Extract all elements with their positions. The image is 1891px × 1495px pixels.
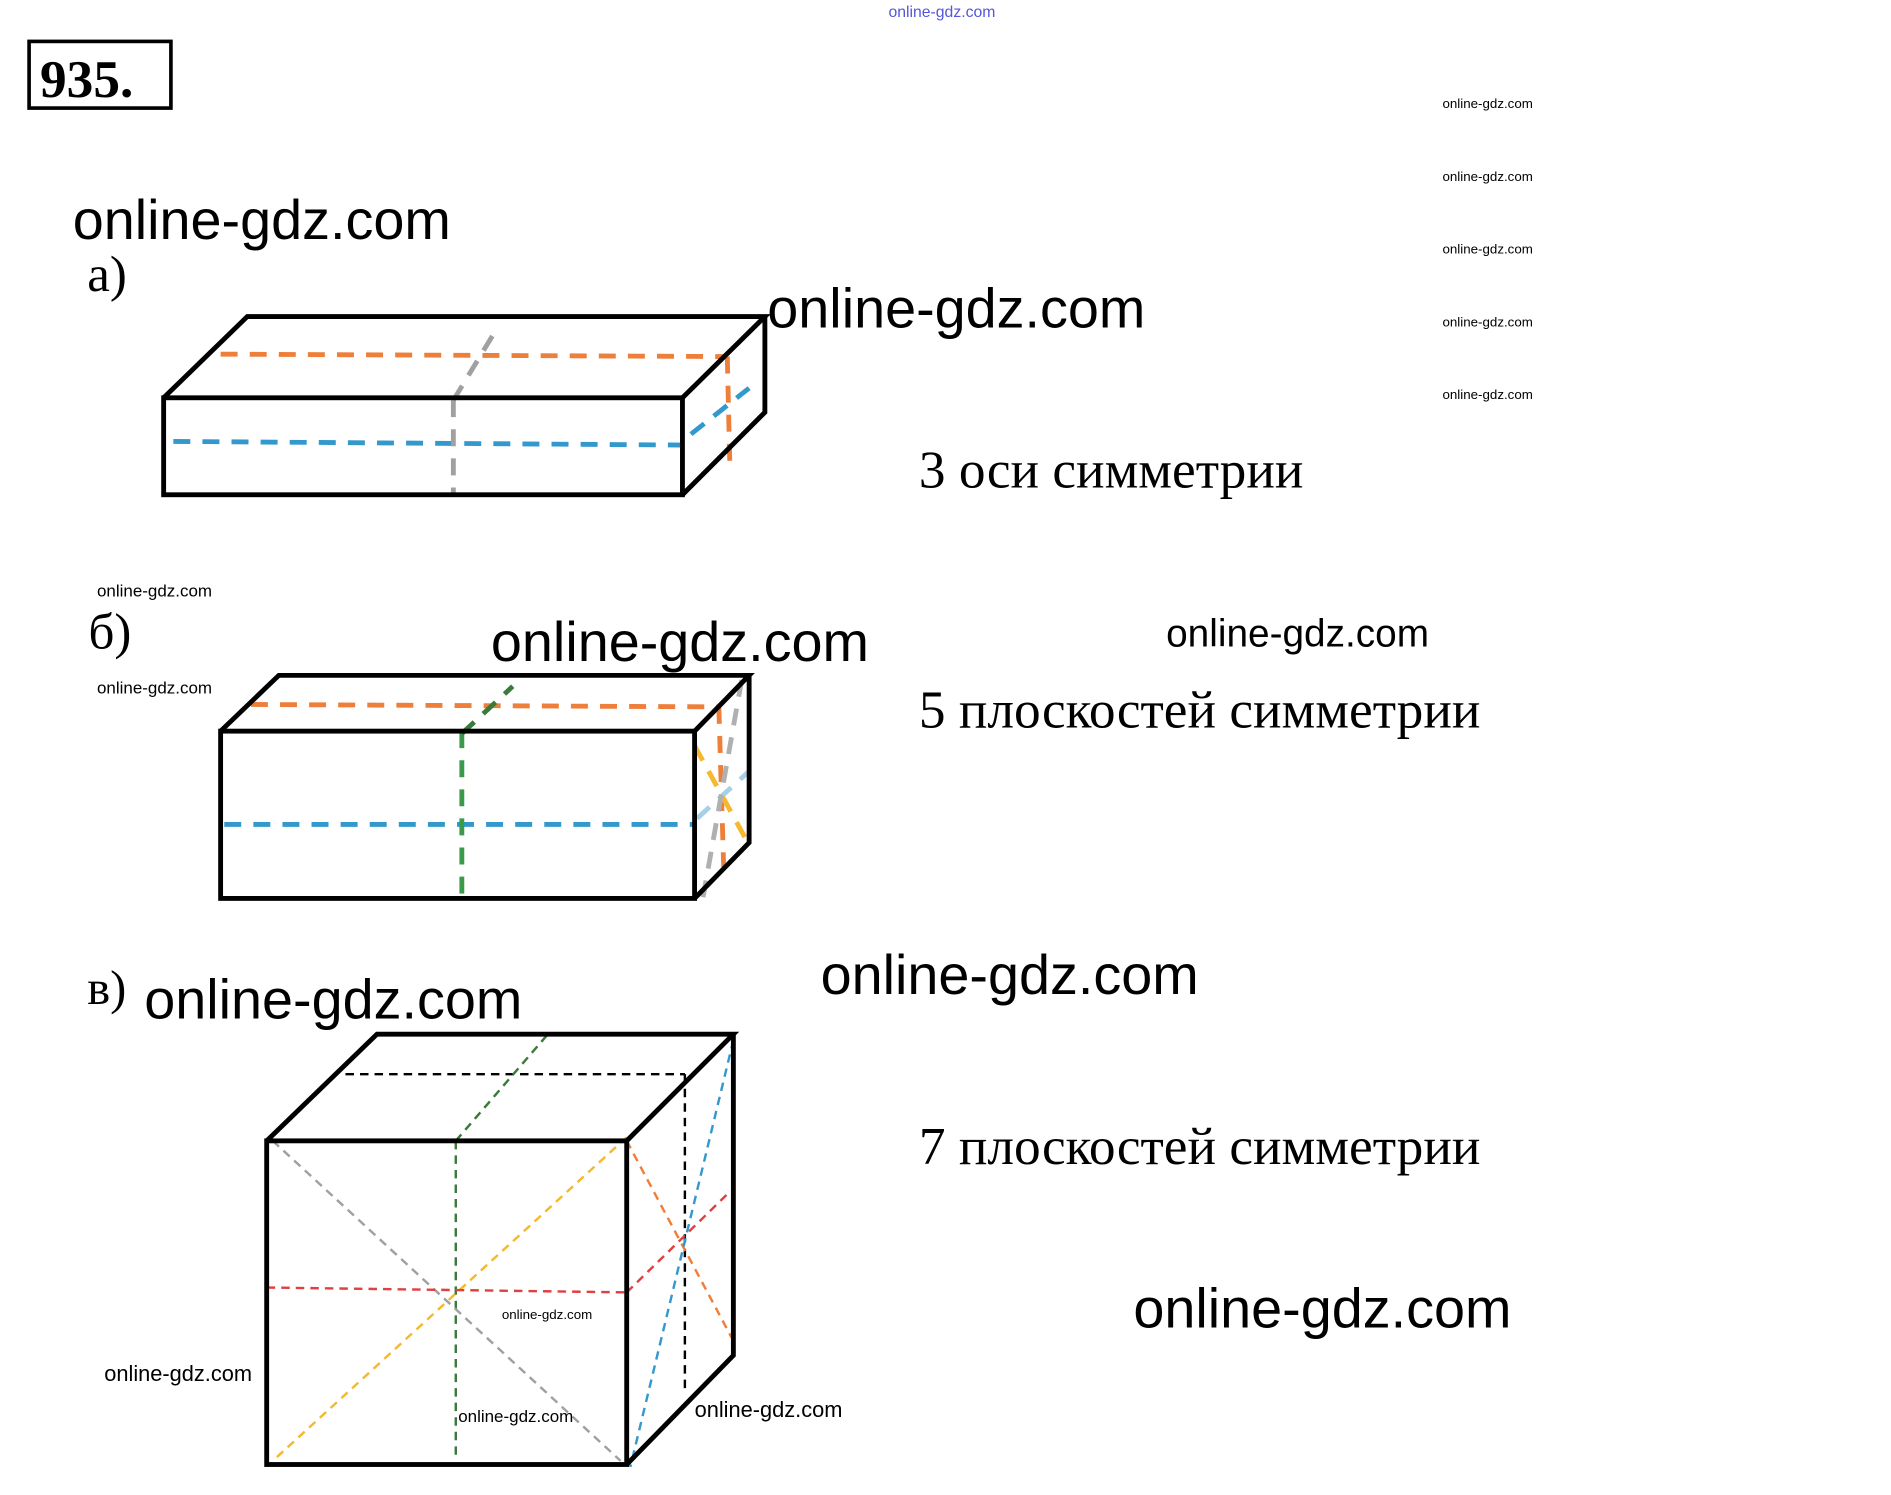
watermark: online-gdz.com (1442, 169, 1532, 184)
watermark: online-gdz.com (821, 944, 1199, 1006)
figure-box-a (161, 314, 771, 498)
watermark: online-gdz.com (1166, 612, 1429, 655)
figure-cube-c (264, 1031, 740, 1468)
watermark: online-gdz.com (104, 1361, 252, 1386)
watermark: online-gdz.com (144, 968, 522, 1030)
watermark: online-gdz.com (491, 611, 869, 673)
watermark: online-gdz.com (502, 1307, 592, 1322)
watermark: online-gdz.com (1442, 314, 1532, 329)
part-b-label: б) (88, 605, 131, 661)
part-b-answer: 5 плоскостей симметрии (919, 679, 1481, 739)
problem-number-box (27, 39, 173, 110)
watermark: online-gdz.com (1442, 96, 1532, 111)
figure-box-b (218, 672, 755, 904)
watermark: online-gdz.com (1133, 1278, 1511, 1340)
watermark: online-gdz.com (458, 1407, 573, 1426)
problem-number: 935. (40, 49, 133, 109)
watermark-top: online-gdz.com (889, 4, 996, 21)
watermark: online-gdz.com (695, 1397, 843, 1422)
watermark: online-gdz.com (1442, 387, 1532, 402)
watermark: online-gdz.com (1442, 242, 1532, 257)
part-a-label: а) (87, 247, 127, 303)
part-a-answer: 3 оси симметрии (919, 439, 1304, 499)
part-c-label: в) (87, 962, 126, 1015)
watermark: online-gdz.com (97, 679, 212, 698)
watermark: online-gdz.com (767, 277, 1145, 339)
watermark: online-gdz.com (73, 189, 451, 251)
watermark: online-gdz.com (97, 582, 212, 601)
part-c-answer: 7 плоскостей симметрии (919, 1116, 1481, 1176)
